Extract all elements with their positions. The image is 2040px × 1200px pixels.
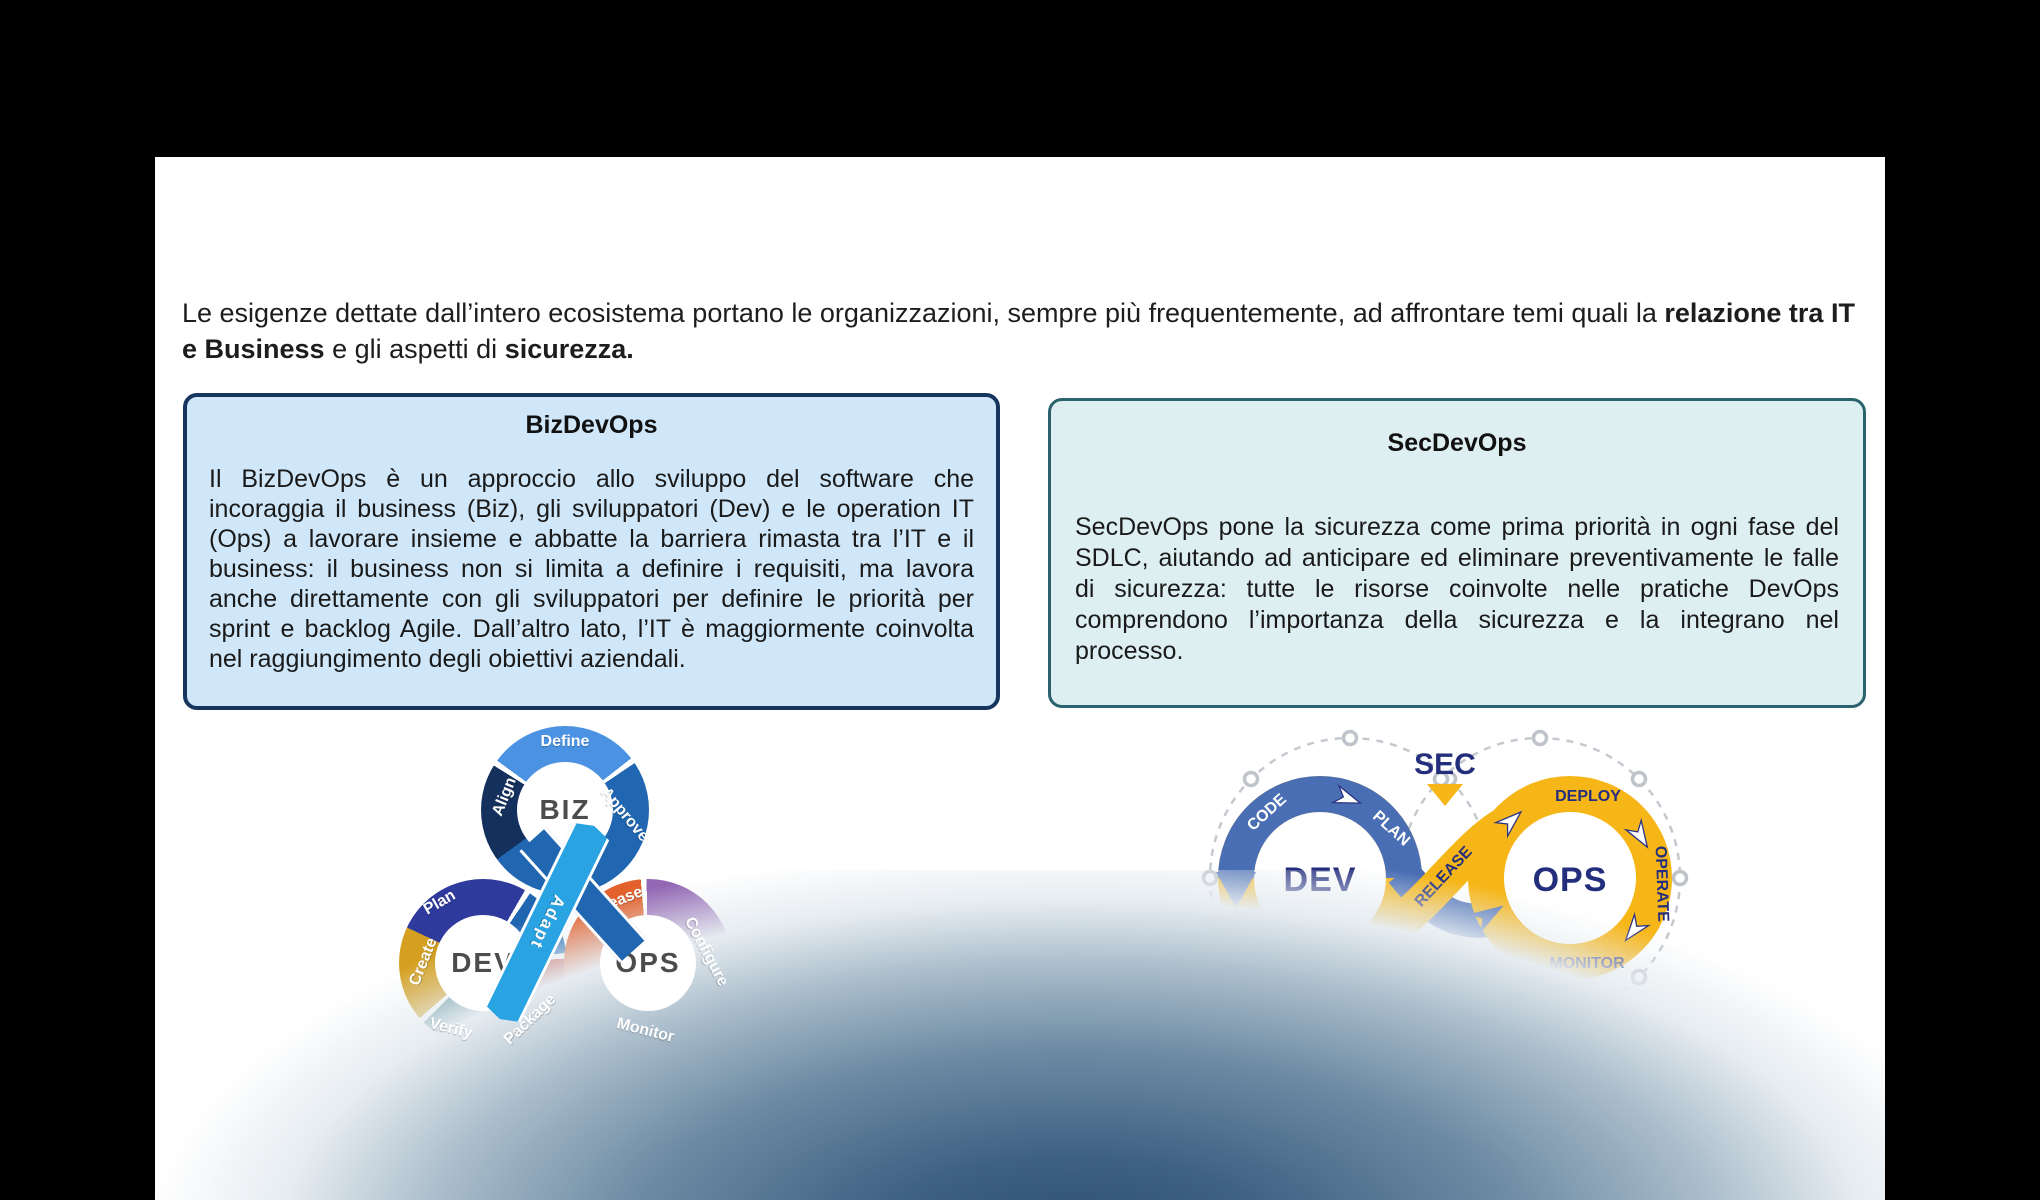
secdevops-box-title: SecDevOps: [1387, 429, 1527, 457]
secdevops-box: SecDevOps SecDevOps pone la sicurezza co…: [1048, 398, 1866, 708]
dev-loop-blue-arc: [1218, 776, 1422, 879]
intro-text-1: Le esigenze dettate dall’intero ecosiste…: [182, 298, 1665, 328]
segment-label-deploy: DEPLOY: [1555, 788, 1621, 805]
bottom-gradient-blob: [155, 870, 1885, 1200]
biz-ring: Define Align Approve BIZ: [481, 726, 652, 894]
sec-triangle-icon: [1427, 784, 1463, 806]
secdevops-box-body: SecDevOps pone la sicurezza come prima p…: [1075, 513, 1839, 665]
bizdevops-box-body: Il BizDevOps è un approccio allo svilupp…: [209, 465, 974, 673]
intro-bold-sicurezza: sicurezza.: [504, 334, 634, 364]
sec-label: SEC: [1414, 748, 1476, 781]
intro-bold-it-business: relazione tra IT e Business: [182, 298, 1855, 364]
bizdevops-box: BizDevOps Il BizDevOps è un approccio al…: [183, 393, 1000, 710]
intro-paragraph: Le esigenze dettate dall’intero ecosiste…: [182, 295, 1866, 367]
bizdevops-diagram: Define Align Approve BIZ Plan Create Ver…: [395, 713, 767, 1073]
slide: Le esigenze dettate dall’intero ecosiste…: [155, 157, 1885, 1200]
biz-center-label: BIZ: [539, 794, 591, 825]
bizdevops-box-title: BizDevOps: [525, 411, 658, 439]
intro-text-2: e gli aspetti di: [324, 334, 505, 364]
segment-label-define: Define: [540, 733, 590, 750]
